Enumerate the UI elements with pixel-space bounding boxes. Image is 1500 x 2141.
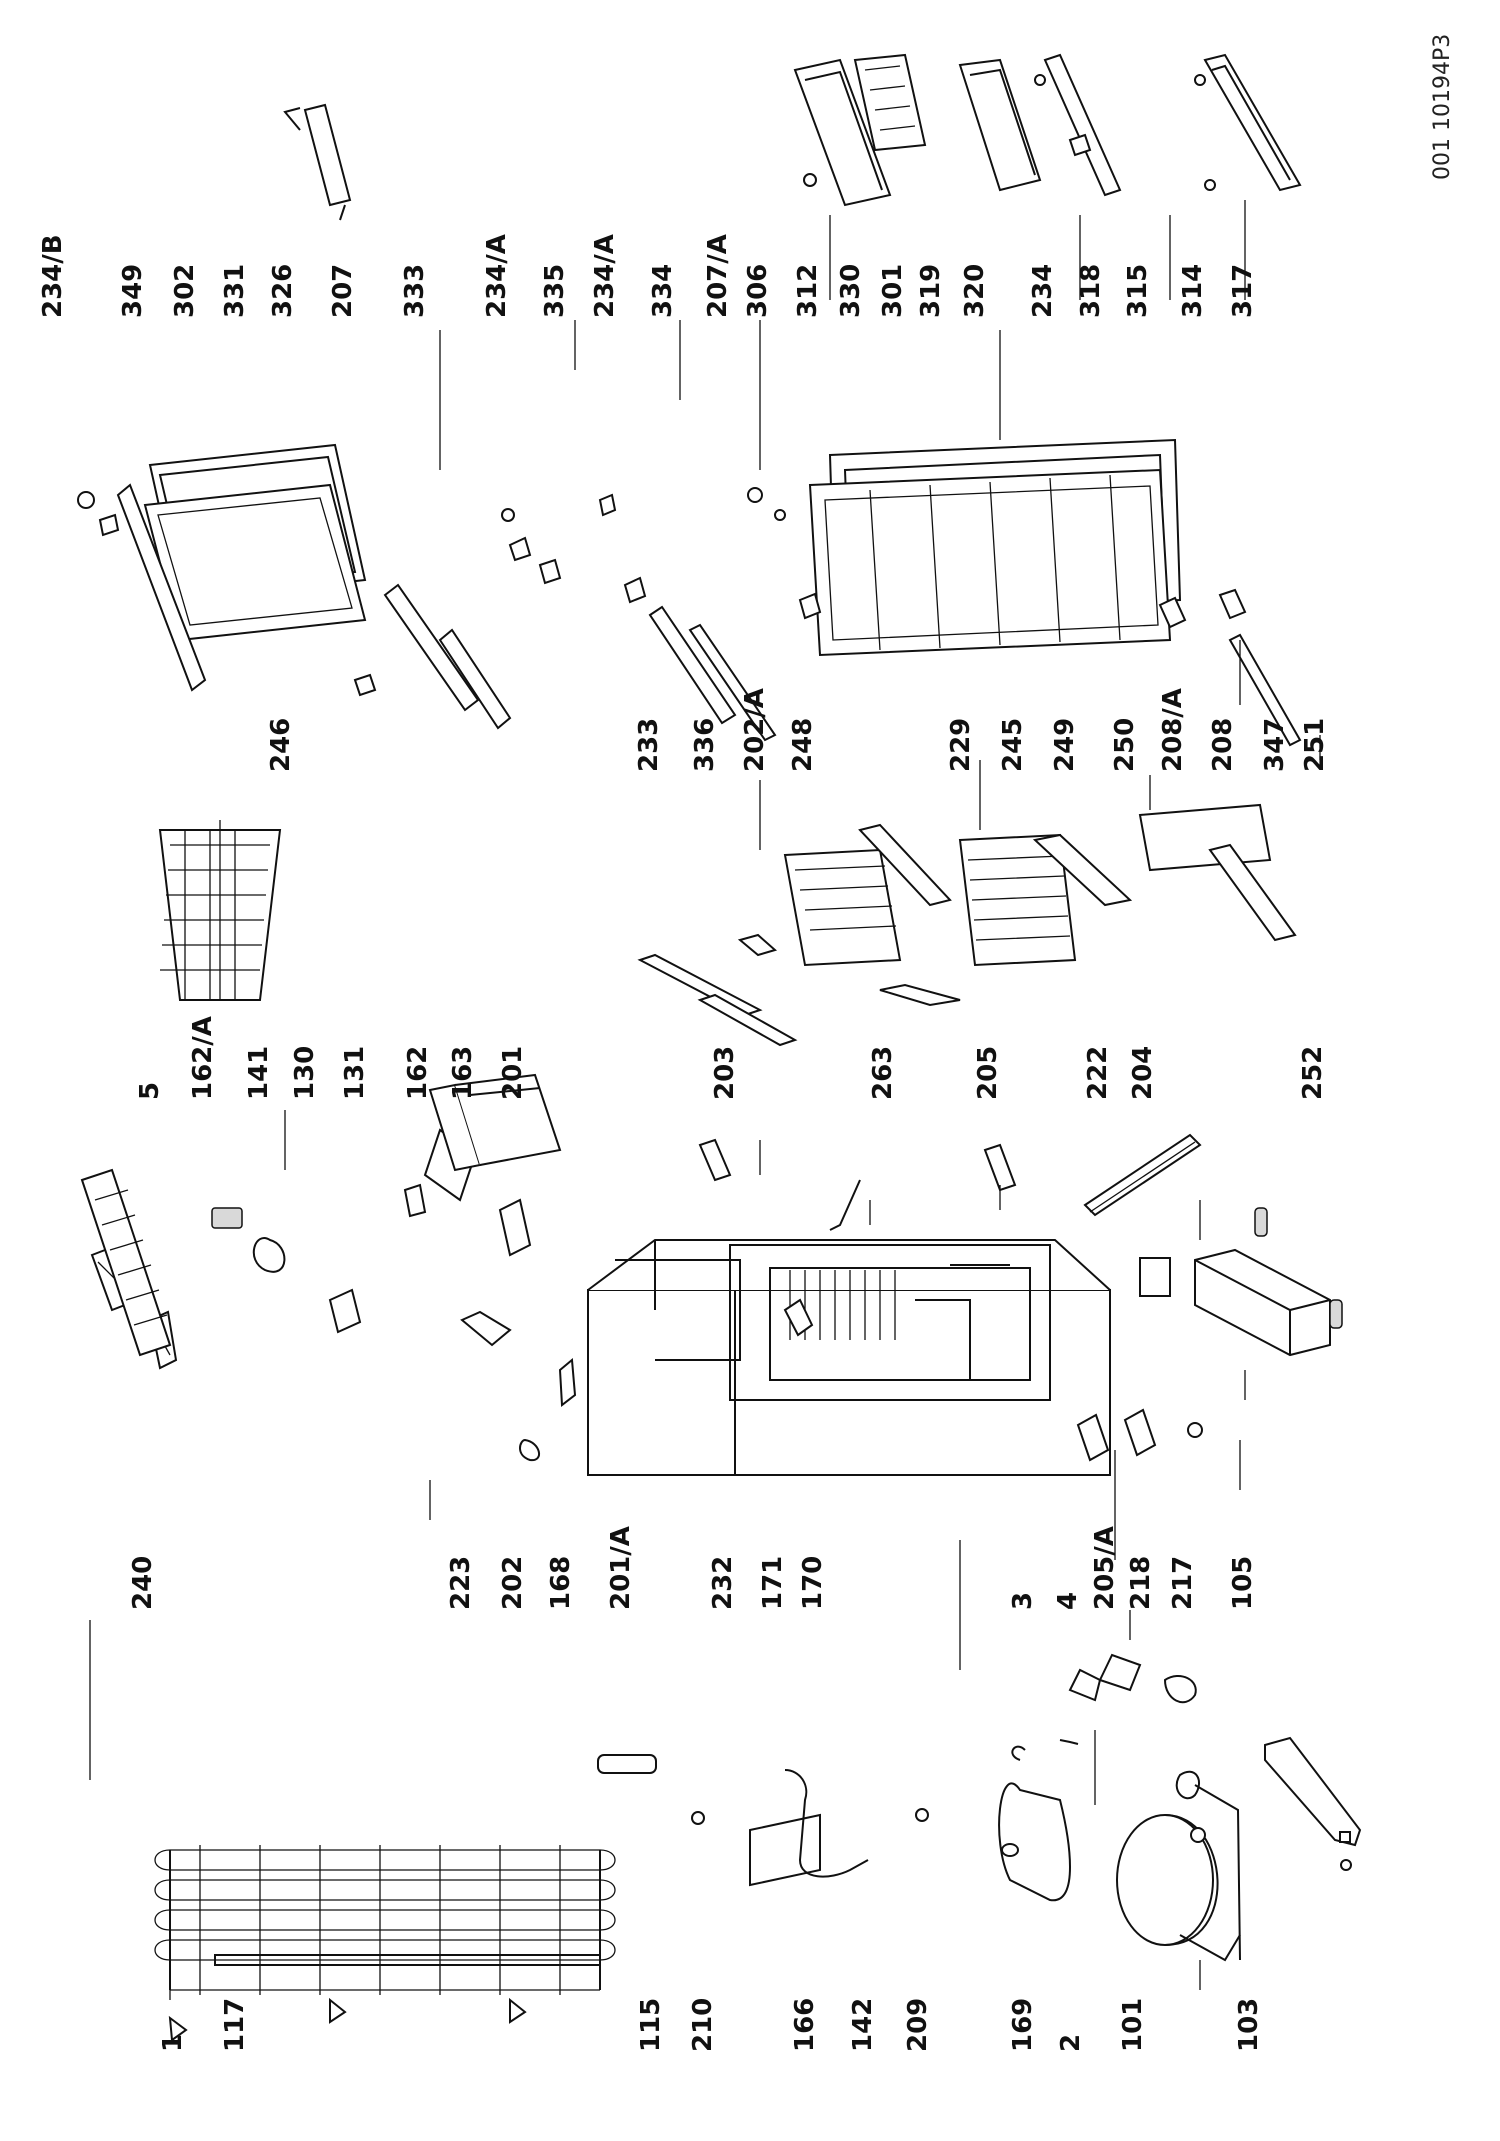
part-label: 103: [1234, 1997, 1264, 2052]
part-label: 115: [636, 1997, 666, 2052]
part-label: 245: [998, 717, 1028, 772]
part-label: 168: [546, 1555, 576, 1610]
part-label: 349: [118, 263, 148, 318]
part-label: 208/A: [1158, 688, 1188, 772]
part-label: 207/A: [703, 234, 733, 318]
part-label: 234/A: [590, 234, 620, 318]
part-label: 5: [135, 1081, 165, 1100]
part-label: 169: [1008, 1997, 1038, 2052]
part-label: 314: [1178, 263, 1208, 318]
part-label: 142: [848, 1997, 878, 2052]
part-label: 234/B: [38, 234, 68, 318]
part-label: 222: [1083, 1045, 1113, 1100]
leader-lines: [89, 200, 1321, 2000]
part-label: 210: [688, 1997, 718, 2052]
part-label: 336: [690, 717, 720, 772]
part-label: 166: [790, 1997, 820, 2052]
part-label: 3: [1008, 1591, 1038, 1610]
crisper-drawer: [1194, 1207, 1343, 1357]
part-label: 333: [400, 263, 430, 318]
part-label: 101: [1118, 1997, 1148, 2052]
part-label: 252: [1298, 1045, 1328, 1100]
part-label: 141: [244, 1045, 274, 1100]
part-label: 209: [903, 1997, 933, 2052]
part-label: 318: [1076, 263, 1106, 318]
part-label: 163: [448, 1045, 478, 1100]
door-bins: [793, 53, 1302, 207]
part-label: 251: [1300, 717, 1330, 772]
part-label: 207: [328, 263, 358, 318]
part-label: 240: [128, 1555, 158, 1610]
part-label: 130: [290, 1045, 320, 1100]
part-label: 335: [540, 263, 570, 318]
part-label: 301: [878, 263, 908, 318]
part-label: 162: [403, 1045, 433, 1100]
part-label: 229: [946, 717, 976, 772]
part-label: 312: [793, 263, 823, 318]
part-label: 105: [1228, 1555, 1258, 1610]
part-label: 218: [1126, 1555, 1156, 1610]
part-label: 326: [268, 263, 298, 318]
refrigerator-cabinet: [587, 1239, 1111, 1476]
condenser-coil: [154, 1845, 616, 2042]
part-label: 306: [743, 263, 773, 318]
part-label: 223: [446, 1555, 476, 1610]
part-label: 117: [220, 1997, 250, 2052]
fridge-door: [747, 438, 1182, 657]
small-parts-left: [597, 1754, 1071, 1902]
part-label: 171: [758, 1555, 788, 1610]
part-label: 233: [634, 717, 664, 772]
part-label: 263: [868, 1045, 898, 1100]
part-label: 170: [798, 1555, 828, 1610]
part-label: 330: [836, 263, 866, 318]
part-label: 131: [340, 1045, 370, 1100]
part-label: 202/A: [740, 688, 770, 772]
part-label: 319: [916, 263, 946, 318]
ice-tray: [80, 1168, 172, 1357]
part-label: 208: [1208, 717, 1238, 772]
part-label: 232: [708, 1555, 738, 1610]
part-label: 302: [170, 263, 200, 318]
part-label: 4: [1053, 1591, 1083, 1610]
part-label: 201/A: [606, 1526, 636, 1610]
bottom-rails: [1158, 588, 1302, 747]
part-label: 249: [1050, 717, 1080, 772]
part-label: 162/A: [188, 1016, 218, 1100]
part-label: 315: [1123, 263, 1153, 318]
shelves-stack: [637, 803, 1297, 1047]
freezer-door: [77, 443, 377, 697]
drip-tray: [428, 1073, 562, 1172]
part-label: 331: [220, 263, 250, 318]
document-id: 001 10194P3: [1430, 33, 1455, 180]
part-label: 217: [1168, 1555, 1198, 1610]
part-label: 250: [1110, 717, 1140, 772]
cabinet-accessories: [90, 1128, 577, 1462]
lower-rail: [1083, 1133, 1202, 1297]
part-label: 203: [710, 1045, 740, 1100]
part-label: 205: [973, 1045, 1003, 1100]
part-label: 1: [158, 2033, 188, 2052]
part-label: 334: [648, 263, 678, 318]
small-parts-lower: [1011, 1653, 1362, 1961]
part-label: 234: [1028, 263, 1058, 318]
part-label: 320: [960, 263, 990, 318]
door-handle: [283, 103, 352, 221]
part-label: 204: [1128, 1045, 1158, 1100]
part-label: 347: [1260, 717, 1290, 772]
part-label: 205/A: [1090, 1526, 1120, 1610]
part-label: 248: [788, 717, 818, 772]
part-label: 246: [266, 717, 296, 772]
freezer-door-rails: [383, 493, 777, 742]
part-label: 202: [498, 1555, 528, 1610]
part-label: 201: [498, 1045, 528, 1100]
part-label: 234/A: [482, 234, 512, 318]
part-label: 2: [1056, 2033, 1086, 2052]
compressor: [1116, 1814, 1241, 1962]
hinge-parts: [698, 1138, 1203, 1462]
part-label: 317: [1228, 263, 1258, 318]
